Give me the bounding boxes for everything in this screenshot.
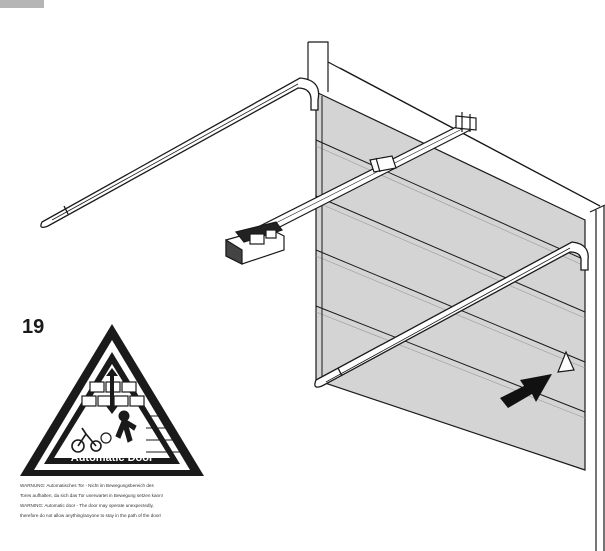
- step-number: 19: [22, 316, 45, 338]
- operator-rail: [255, 112, 477, 237]
- warning-line: Tores aufhalten, da sich das Tor unerwar…: [20, 493, 163, 498]
- warning-text-block: WARNUNG: Automatisches Tor - Nicht im Be…: [20, 481, 220, 521]
- garage-door-panel: [315, 91, 586, 471]
- pointer-arrow-icon: [500, 374, 552, 408]
- sign-label: Automatic Door: [70, 452, 154, 464]
- door-frame: [307, 41, 605, 551]
- corner-tab: [0, 0, 44, 8]
- warning-line: WARNUNG: Automatisches Tor - Nicht im Be…: [20, 483, 154, 488]
- automatic-door-warning-sign: [20, 324, 204, 476]
- door-warning-triangle-icon: [557, 350, 575, 373]
- warning-line: WARNING: Automatic door - The door may o…: [20, 503, 154, 508]
- right-door-track: [314, 241, 589, 388]
- motor-head-unit: [225, 221, 285, 265]
- left-door-track: [40, 77, 320, 228]
- warning-line: therefore do not allow anything/anyone t…: [20, 513, 162, 518]
